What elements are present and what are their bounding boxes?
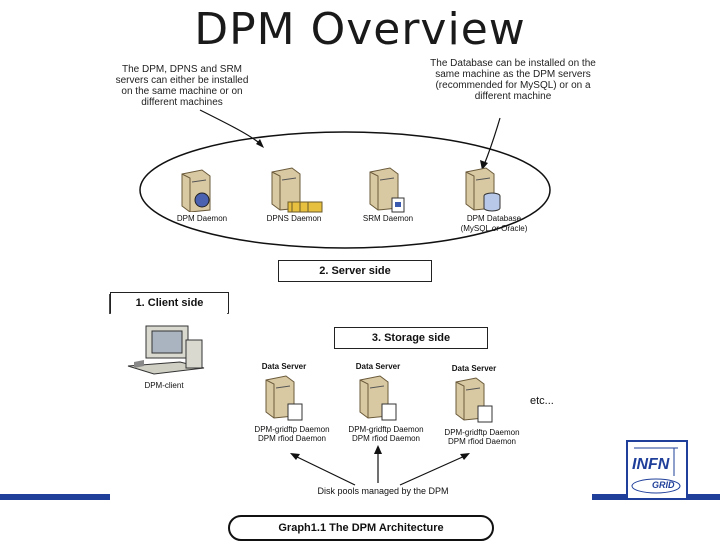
computer-icon [127, 325, 205, 375]
data-server-3 [452, 374, 498, 431]
server-label-database: DPM Database [466, 214, 522, 223]
servers-note-arrow [199, 109, 263, 146]
data-server-line1: DPM-gridftp Daemon [254, 425, 330, 434]
server-label-srm: SRM Daemon [362, 214, 414, 223]
server-database [462, 164, 506, 221]
disk-pools-label: Disk pools managed by the DPM [317, 486, 449, 496]
server-gear-icon [181, 169, 211, 213]
server-side-box: 2. Server side [278, 260, 432, 282]
server-srm [366, 164, 410, 221]
logo-text: INFN [632, 456, 670, 473]
figure-caption: Graph1.1 The DPM Architecture [228, 515, 494, 541]
infn-logo: INFN GRID [626, 440, 688, 500]
data-server-2 [356, 372, 402, 429]
data-server-title: Data Server [355, 362, 401, 371]
database-note-arrow [483, 117, 501, 166]
storage-side-box: 3. Storage side [334, 327, 488, 349]
logo-grid-icon [631, 447, 681, 494]
servers-note: The DPM, DPNS and SRM servers can either… [115, 64, 249, 108]
data-server-line2: DPM rfiod Daemon [351, 434, 421, 443]
data-server-icon [455, 377, 493, 423]
data-server-icon [359, 375, 397, 421]
client-computer [120, 322, 212, 385]
disk-arrow-3 [399, 454, 468, 486]
data-server-line2: DPM rfiod Daemon [447, 437, 517, 446]
client-side-box: 1. Client side [110, 292, 229, 313]
data-server-title: Data Server [451, 364, 497, 373]
left-blue-bar [0, 494, 110, 500]
data-server-line1: DPM-gridftp Daemon [348, 425, 424, 434]
data-server-1 [262, 372, 308, 429]
etc-label: etc... [530, 395, 554, 407]
server-sublabel-database: (MySQL or Oracle) [460, 224, 528, 233]
disk-arrow-1 [292, 454, 356, 486]
server-label-dpns: DPNS Daemon [266, 214, 322, 223]
data-server-icon [265, 375, 303, 421]
server-dpns [268, 164, 326, 221]
server-folders-icon [271, 167, 323, 213]
logo-sub: GRID [652, 480, 675, 490]
page-title: DPM Overview [194, 4, 526, 55]
server-database-icon [465, 167, 501, 212]
data-server-title: Data Server [261, 362, 307, 371]
server-dpm [176, 166, 212, 217]
server-doc-icon [369, 167, 405, 213]
server-side-ellipse [139, 131, 551, 249]
data-server-line1: DPM-gridftp Daemon [444, 428, 520, 437]
client-label: DPM-client [144, 381, 184, 390]
data-server-line2: DPM rfiod Daemon [257, 434, 327, 443]
database-note: The Database can be installed on the sam… [430, 58, 596, 102]
server-label-dpm: DPM Daemon [176, 214, 228, 223]
